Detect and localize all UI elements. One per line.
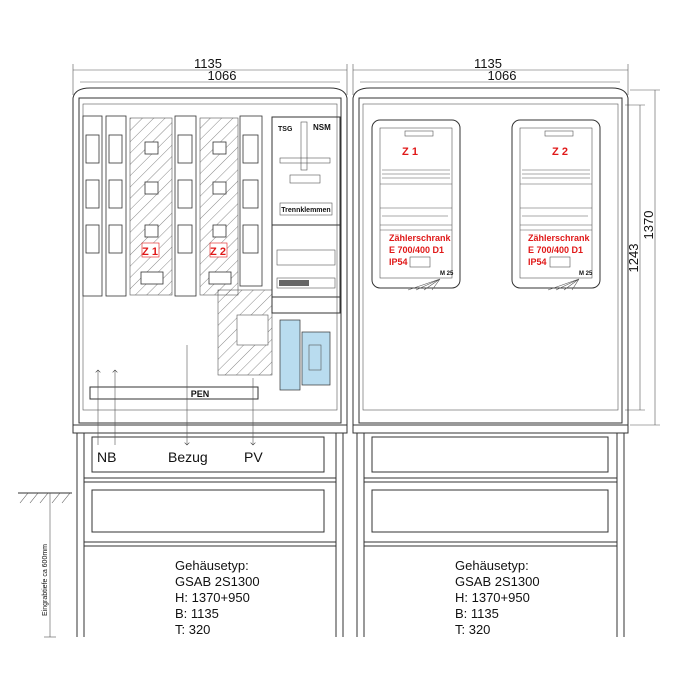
left-cabinet-frame xyxy=(72,87,348,637)
right-housing-info: Gehäusetyp: GSAB 2S1300 H: 1370+950 B: 1… xyxy=(455,558,540,637)
meter-line: IP54 xyxy=(389,257,408,267)
tsg-nsm-panel: TSG NSM Trennklemmen xyxy=(271,116,341,314)
pen-label: PEN xyxy=(191,389,210,399)
info-line: H: 1370+950 xyxy=(455,590,530,605)
dim-left-inner: 1066 xyxy=(208,68,237,83)
z2-label: Z 2 xyxy=(210,246,226,258)
info-line: GSAB 2S1300 xyxy=(455,574,540,589)
dim-outer-height: 1370 xyxy=(641,211,656,240)
tsg-label: TSG xyxy=(278,126,293,133)
meter-id: Z 1 xyxy=(402,146,418,158)
bezug-label: Bezug xyxy=(168,449,208,465)
dimension-heights: 1243 1370 xyxy=(625,89,660,426)
info-line: B: 1135 xyxy=(175,606,219,621)
info-line: GSAB 2S1300 xyxy=(175,574,260,589)
meter-line: Zählerschrank xyxy=(389,233,452,243)
info-line: T: 320 xyxy=(175,622,210,637)
dim-inner-height: 1243 xyxy=(626,244,641,273)
dim-right-inner: 1066 xyxy=(488,68,517,83)
dimension-widths: 1135 1066 1135 1066 xyxy=(72,56,629,95)
meter-line: Zählerschrank xyxy=(528,233,591,243)
info-line: B: 1135 xyxy=(455,606,499,621)
meter-id: Z 2 xyxy=(552,146,568,158)
gland-label: M 25 xyxy=(440,271,454,277)
fuse-strips: Z 1 Z 2 xyxy=(82,115,273,376)
meter-line: IP54 xyxy=(528,257,547,267)
meter-line: E 700/400 D1 xyxy=(528,245,583,255)
pen-bar: PEN xyxy=(89,386,259,400)
z1-label: Z 1 xyxy=(142,246,158,258)
info-line: H: 1370+950 xyxy=(175,590,250,605)
pv-label: PV xyxy=(244,449,263,465)
gland-label: M 25 xyxy=(579,271,593,277)
trennklemmen-label: Trennklemmen xyxy=(281,207,330,214)
dim-right-outer: 1135 xyxy=(474,56,502,71)
dim-left-outer: 1135 xyxy=(194,56,222,71)
burial-depth-label: Eingrabtiefe ca 600mm xyxy=(42,544,49,616)
meter-line: E 700/400 D1 xyxy=(389,245,444,255)
ground-line: Eingrabtiefe ca 600mm xyxy=(18,492,72,638)
nsm-label: NSM xyxy=(313,123,331,132)
meter-cabinet-z2: Z 2 Zählerschrank E 700/400 D1 IP54 M 25 xyxy=(511,119,601,291)
blue-modules xyxy=(279,319,331,391)
info-line: Gehäusetyp: xyxy=(175,558,249,573)
left-housing-info: Gehäusetyp: GSAB 2S1300 H: 1370+950 B: 1… xyxy=(175,558,260,637)
nb-label: NB xyxy=(97,449,116,465)
info-line: Gehäusetyp: xyxy=(455,558,529,573)
meter-cabinet-z1: Z 1 Zählerschrank E 700/400 D1 IP54 M 25 xyxy=(371,119,461,291)
right-cabinet-frame xyxy=(352,87,629,637)
cable-arrows: NB Bezug PV xyxy=(97,345,263,465)
info-line: T: 320 xyxy=(455,622,490,637)
